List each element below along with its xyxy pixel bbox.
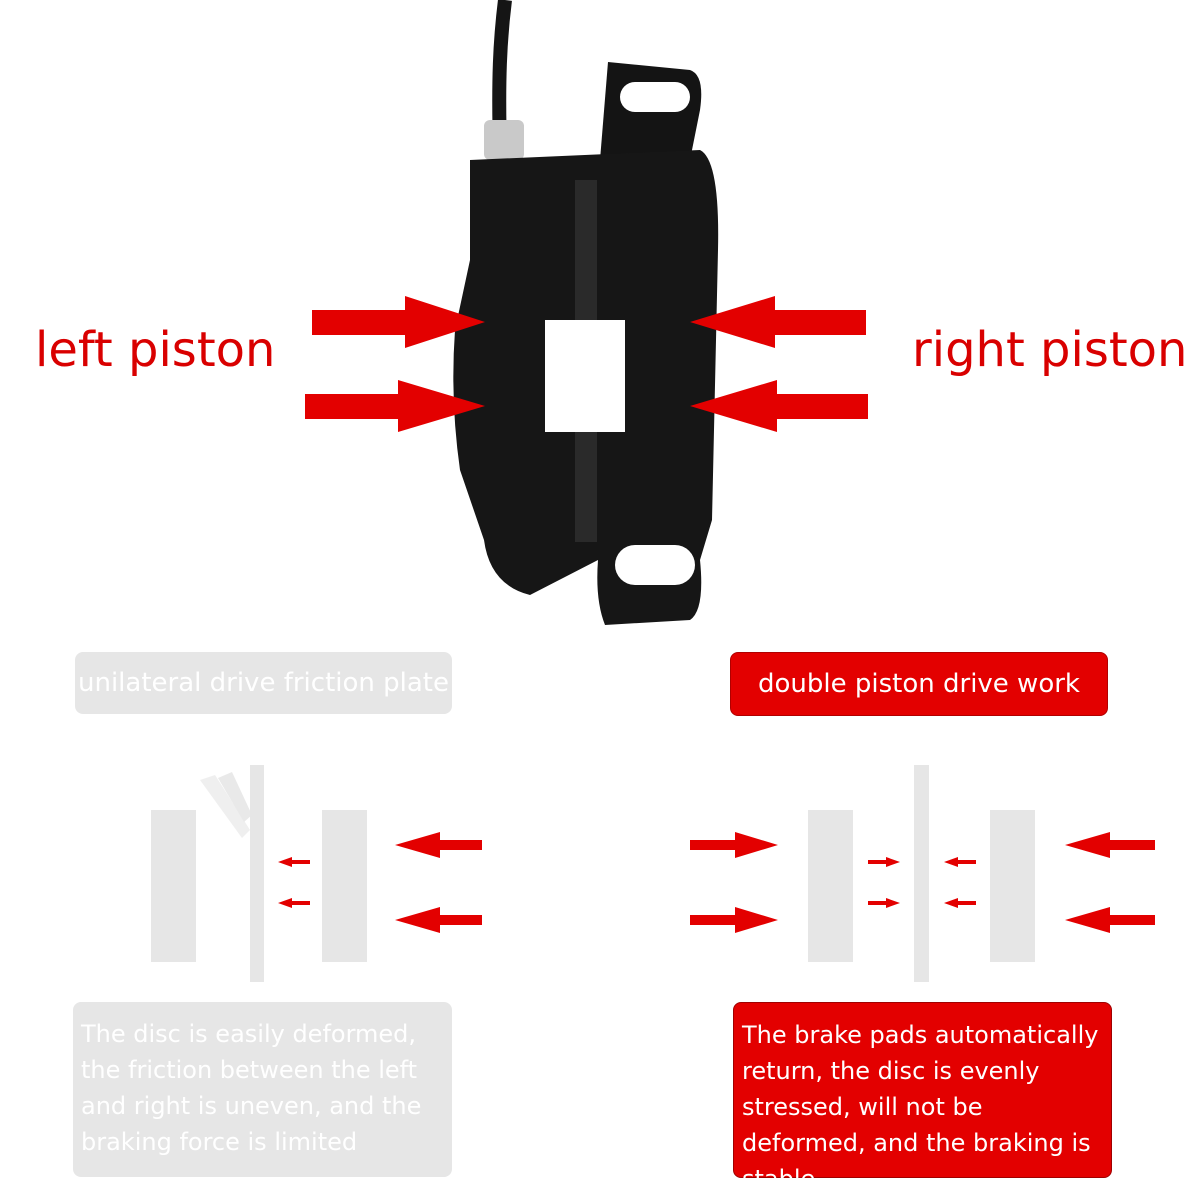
arrow-left-piston-bottom (305, 380, 485, 432)
brake-disc (914, 765, 929, 982)
right-panel-title: double piston drive work (730, 652, 1108, 716)
right-panel-description: The brake pads automatically return, the… (733, 1002, 1112, 1193)
arrow-small (278, 857, 310, 867)
right-piston-label: right piston (912, 322, 1188, 378)
arrow (395, 907, 482, 933)
arrow (395, 832, 482, 858)
left-panel-title: unilateral drive friction plate (75, 652, 452, 714)
left-panel-description: The disc is easily deformed, the frictio… (73, 1002, 452, 1177)
left-piston-label: left piston (35, 322, 276, 378)
single-piston-schematic (151, 765, 482, 982)
arrow-small (278, 898, 310, 908)
brake-disc (250, 765, 264, 982)
double-piston-schematic (690, 765, 1155, 982)
caliper-opening (545, 320, 625, 432)
arrow-small (868, 898, 900, 908)
arrow (1065, 907, 1155, 933)
arrow-right-piston-bottom (690, 380, 868, 432)
arrow-small (868, 857, 900, 867)
arrow-small (944, 898, 976, 908)
arrow-small (944, 857, 976, 867)
mount-hole-top (620, 82, 690, 112)
brake-pad (990, 810, 1035, 962)
brake-pad (151, 810, 196, 962)
arrow-left-piston-top (312, 296, 485, 348)
mount-hole-bottom (615, 545, 695, 585)
arrow (690, 832, 778, 858)
brake-pad (808, 810, 853, 962)
cable-fitting (484, 120, 524, 160)
arrow-right-piston-top (690, 296, 866, 348)
brake-pad (322, 810, 367, 962)
arrow (690, 907, 778, 933)
brake-caliper (453, 62, 719, 625)
arrow (1065, 832, 1155, 858)
